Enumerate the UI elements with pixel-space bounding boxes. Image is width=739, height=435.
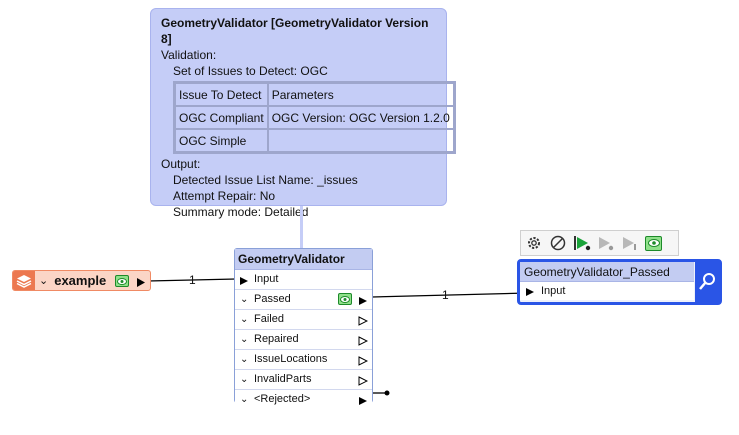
annotation-issues-table: Issue To Detect Parameters OGC Compliant… xyxy=(173,81,456,154)
chevron-down-icon[interactable]: ⌄ xyxy=(240,334,249,345)
feature-count-reader: 1 xyxy=(189,273,196,287)
chevron-down-icon[interactable]: ⌄ xyxy=(240,294,249,305)
chevron-down-icon[interactable]: ⌄ xyxy=(240,354,249,365)
input-port-arrow-icon xyxy=(239,274,249,293)
reader-label: example xyxy=(54,273,107,288)
feature-count-passed: 1 xyxy=(442,288,449,302)
port-label: <Rejected> xyxy=(254,393,311,405)
output-port-arrow-icon[interactable] xyxy=(358,354,369,373)
annotation-issue-set: Set of Issues to Detect: OGC xyxy=(173,64,328,78)
output-port-arrow-icon[interactable] xyxy=(358,394,368,413)
disable-icon[interactable] xyxy=(548,234,567,253)
table-cell: OGC Compliant xyxy=(175,106,268,129)
output-port-failed[interactable]: ⌄ Failed xyxy=(235,310,372,330)
rejected-stub-dot xyxy=(384,390,390,396)
port-label: Input xyxy=(254,273,279,285)
table-header-cell: Issue To Detect xyxy=(175,83,268,106)
table-row: OGC Compliant OGC Version: OGC Version 1… xyxy=(175,106,454,129)
port-label: Repaired xyxy=(254,333,299,345)
layers-icon xyxy=(13,271,35,290)
port-label: Input xyxy=(541,285,566,297)
inspector-transformer[interactable]: GeometryValidator_Passed Input xyxy=(517,259,722,305)
output-port-arrow-icon[interactable] xyxy=(358,374,369,393)
annotation-validation-label: Validation: xyxy=(161,48,217,62)
annotation-connector xyxy=(300,206,303,248)
chevron-down-icon[interactable]: ⌄ xyxy=(240,314,249,325)
port-label: Passed xyxy=(254,293,291,305)
port-label: IssueLocations xyxy=(254,353,328,365)
connection-reader-transformer[interactable] xyxy=(147,278,237,282)
eye-icon xyxy=(645,235,662,251)
geometryvalidator-transformer[interactable]: GeometryValidator Input ⌄ Passed ⌄ Faile… xyxy=(234,248,373,409)
table-header-cell: Parameters xyxy=(267,83,454,106)
output-port-arrow-icon[interactable] xyxy=(358,334,369,353)
annotation-title: GeometryValidator [GeometryValidator Ver… xyxy=(161,16,429,46)
run-just-this-icon[interactable] xyxy=(620,234,639,253)
input-port-arrow-icon xyxy=(525,285,535,303)
table-header-row: Issue To Detect Parameters xyxy=(175,83,454,106)
inspector-title: GeometryValidator_Passed xyxy=(520,262,694,282)
eye-icon[interactable] xyxy=(338,293,352,305)
magnifier-icon[interactable] xyxy=(695,262,719,302)
view-cache-icon[interactable] xyxy=(644,234,663,253)
run-from-this-icon[interactable] xyxy=(596,234,615,253)
output-port-passed[interactable]: ⌄ Passed xyxy=(235,290,372,310)
chevron-down-icon[interactable]: ⌄ xyxy=(240,394,249,405)
output-port-arrow-icon[interactable] xyxy=(136,275,146,293)
output-port-invalidparts[interactable]: ⌄ InvalidParts xyxy=(235,370,372,390)
transformer-annotation[interactable]: GeometryValidator [GeometryValidator Ver… xyxy=(150,8,456,219)
transformer-toolbar xyxy=(520,230,679,256)
annotation-output-line: Summary mode: Detailed xyxy=(173,205,309,219)
output-port-arrow-icon[interactable] xyxy=(358,294,368,313)
chevron-down-icon[interactable]: ⌄ xyxy=(240,374,249,385)
input-port[interactable]: Input xyxy=(235,270,372,290)
chevron-down-icon[interactable]: ⌄ xyxy=(39,275,49,287)
table-row: OGC Simple xyxy=(175,129,454,152)
annotation-output-line: Detected Issue List Name: _issues xyxy=(173,173,358,187)
eye-icon[interactable] xyxy=(115,275,129,287)
gear-icon[interactable] xyxy=(524,234,543,253)
annotation-output-line: Attempt Repair: No xyxy=(173,189,276,203)
table-cell: OGC Simple xyxy=(175,129,268,152)
output-port-rejected[interactable]: ⌄ <Rejected> xyxy=(235,390,372,409)
table-cell: OGC Version: OGC Version 1.2.0 xyxy=(267,106,454,129)
run-to-this-icon[interactable] xyxy=(572,234,591,253)
output-port-arrow-icon[interactable] xyxy=(358,314,369,333)
port-label: Failed xyxy=(254,313,284,325)
port-label: InvalidParts xyxy=(254,373,312,385)
output-port-repaired[interactable]: ⌄ Repaired xyxy=(235,330,372,350)
transformer-title: GeometryValidator xyxy=(235,249,372,270)
input-port[interactable]: Input xyxy=(520,282,694,300)
table-cell xyxy=(267,129,454,152)
output-port-issuelocations[interactable]: ⌄ IssueLocations xyxy=(235,350,372,370)
reader-feature-type[interactable]: ⌄ example xyxy=(12,270,151,291)
annotation-output-label: Output: xyxy=(161,157,201,171)
connection-passed-inspector[interactable] xyxy=(371,292,529,298)
